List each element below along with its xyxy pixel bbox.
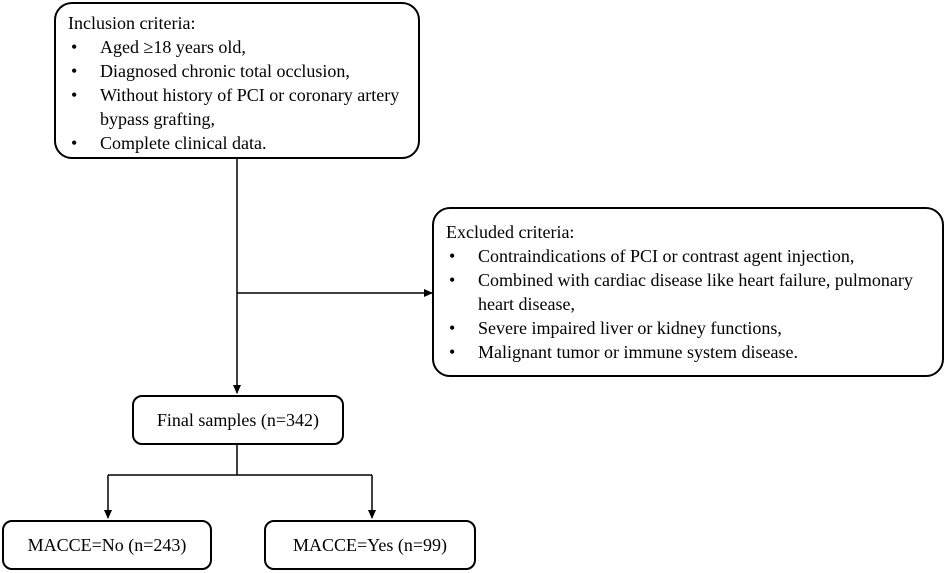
list-item: • Contraindications of PCI or contrast ag… <box>446 244 932 268</box>
list-item: • Severe impaired liver or kidney functio… <box>446 316 932 340</box>
list-item: • Without history of PCI or coronary arte… <box>68 83 400 131</box>
macce-yes-label: MACCE=Yes (n=99) <box>293 534 447 555</box>
inclusion-item-clinical-data: Complete clinical data. <box>100 133 267 153</box>
bullet-icon: • <box>449 270 456 290</box>
bullet-icon: • <box>71 37 78 57</box>
macce-no-label: MACCE=No (n=243) <box>27 534 187 555</box>
bullet-icon: • <box>449 246 456 266</box>
list-item: • Complete clinical data. <box>68 131 408 155</box>
exclusion-item-cardiac: Combined with cardiac disease like heart… <box>478 270 913 314</box>
bullet-icon: • <box>71 61 78 81</box>
inclusion-title: Inclusion criteria: <box>68 13 196 33</box>
inclusion-item-cto: Diagnosed chronic total occlusion, <box>100 61 350 81</box>
inclusion-item-age: Aged ≥18 years old, <box>100 37 246 57</box>
bullet-icon: • <box>449 318 456 338</box>
exclusion-item-tumor: Malignant tumor or immune system disease… <box>478 342 798 362</box>
exclusion-item-liver-kidney: Severe impaired liver or kidney function… <box>478 318 782 338</box>
final-samples-label: Final samples (n=342) <box>156 409 320 430</box>
exclusion-list: • Contraindications of PCI or contrast ag… <box>446 244 932 364</box>
bullet-icon: • <box>71 85 78 105</box>
list-item: • Malignant tumor or immune system diseas… <box>446 340 932 364</box>
final-samples-box: Final samples (n=342) <box>132 395 344 445</box>
exclusion-criteria-box: Excluded criteria: • Contraindications of… <box>432 207 944 377</box>
list-item: • Aged ≥18 years old, <box>68 35 408 59</box>
inclusion-item-history: Without history of PCI or coronary arter… <box>100 85 400 129</box>
bullet-icon: • <box>449 342 456 362</box>
list-item: • Diagnosed chronic total occlusion, <box>68 59 408 83</box>
list-item: • Combined with cardiac disease like hear… <box>446 268 923 316</box>
exclusion-title: Excluded criteria: <box>446 222 575 242</box>
inclusion-list: • Aged ≥18 years old, • Diagnosed chronic … <box>68 35 408 155</box>
macce-no-box: MACCE=No (n=243) <box>2 520 212 570</box>
inclusion-criteria-box: Inclusion criteria: • Aged ≥18 years old,… <box>54 2 420 159</box>
macce-yes-box: MACCE=Yes (n=99) <box>264 520 476 570</box>
exclusion-item-contraindications: Contraindications of PCI or contrast age… <box>478 246 855 266</box>
bullet-icon: • <box>71 133 78 153</box>
